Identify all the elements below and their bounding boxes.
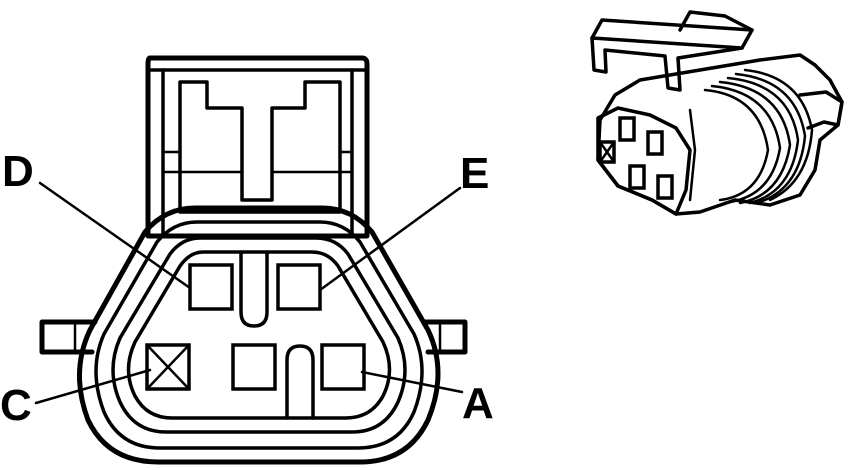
cavity-b xyxy=(231,343,277,391)
latch-inner-line-left xyxy=(161,150,244,174)
iso-cavity-plug-x xyxy=(598,140,616,164)
leader-line-e xyxy=(318,186,462,292)
iso-seal-ring-6 xyxy=(743,68,814,202)
cavity-d xyxy=(188,263,234,311)
latch-inner-line-right xyxy=(270,150,354,174)
iso-seal-ring-3 xyxy=(718,80,792,205)
cavity-e xyxy=(276,263,322,311)
iso-cavity-top-left xyxy=(618,116,636,142)
label-d: D xyxy=(2,147,34,196)
iso-cavity-bottom-mid xyxy=(628,164,646,190)
leader-line-d xyxy=(38,181,192,290)
connector-shell-contour-2 xyxy=(94,220,424,450)
connector-face-view: D E C A xyxy=(0,55,494,465)
cavity-c-plug-x xyxy=(145,343,191,391)
iso-latch-block xyxy=(678,10,754,32)
connector-isometric-view xyxy=(590,10,844,216)
label-c: C xyxy=(0,381,32,430)
key-rib-upper xyxy=(239,250,269,328)
connector-seal-contour xyxy=(111,236,407,434)
iso-side-ridge xyxy=(688,108,697,202)
iso-latch-arm-front xyxy=(590,36,744,92)
left-side-tab xyxy=(39,319,98,355)
latch-t-recess xyxy=(178,80,342,214)
label-e: E xyxy=(460,149,489,198)
iso-cavity-top-right xyxy=(646,130,664,156)
connector-shell-outer xyxy=(77,205,441,465)
iso-front-face xyxy=(596,106,692,216)
leader-line-a xyxy=(360,370,464,394)
right-side-tab xyxy=(422,319,468,355)
connector-inner-face xyxy=(126,250,392,420)
iso-latch-arm xyxy=(590,18,754,50)
iso-rear-tab xyxy=(798,90,844,130)
iso-seal-ring-4 xyxy=(726,76,800,205)
iso-cavity-bottom-right xyxy=(656,174,674,200)
latch-housing-outer xyxy=(145,55,370,239)
iso-seal-ring-5 xyxy=(734,72,807,204)
key-rib-lower xyxy=(285,344,315,420)
label-a: A xyxy=(462,379,494,428)
cavity-a xyxy=(320,343,366,391)
iso-seal-ring-2 xyxy=(710,84,782,204)
iso-seal-ring-1 xyxy=(703,88,770,202)
leader-line-c xyxy=(34,368,152,405)
